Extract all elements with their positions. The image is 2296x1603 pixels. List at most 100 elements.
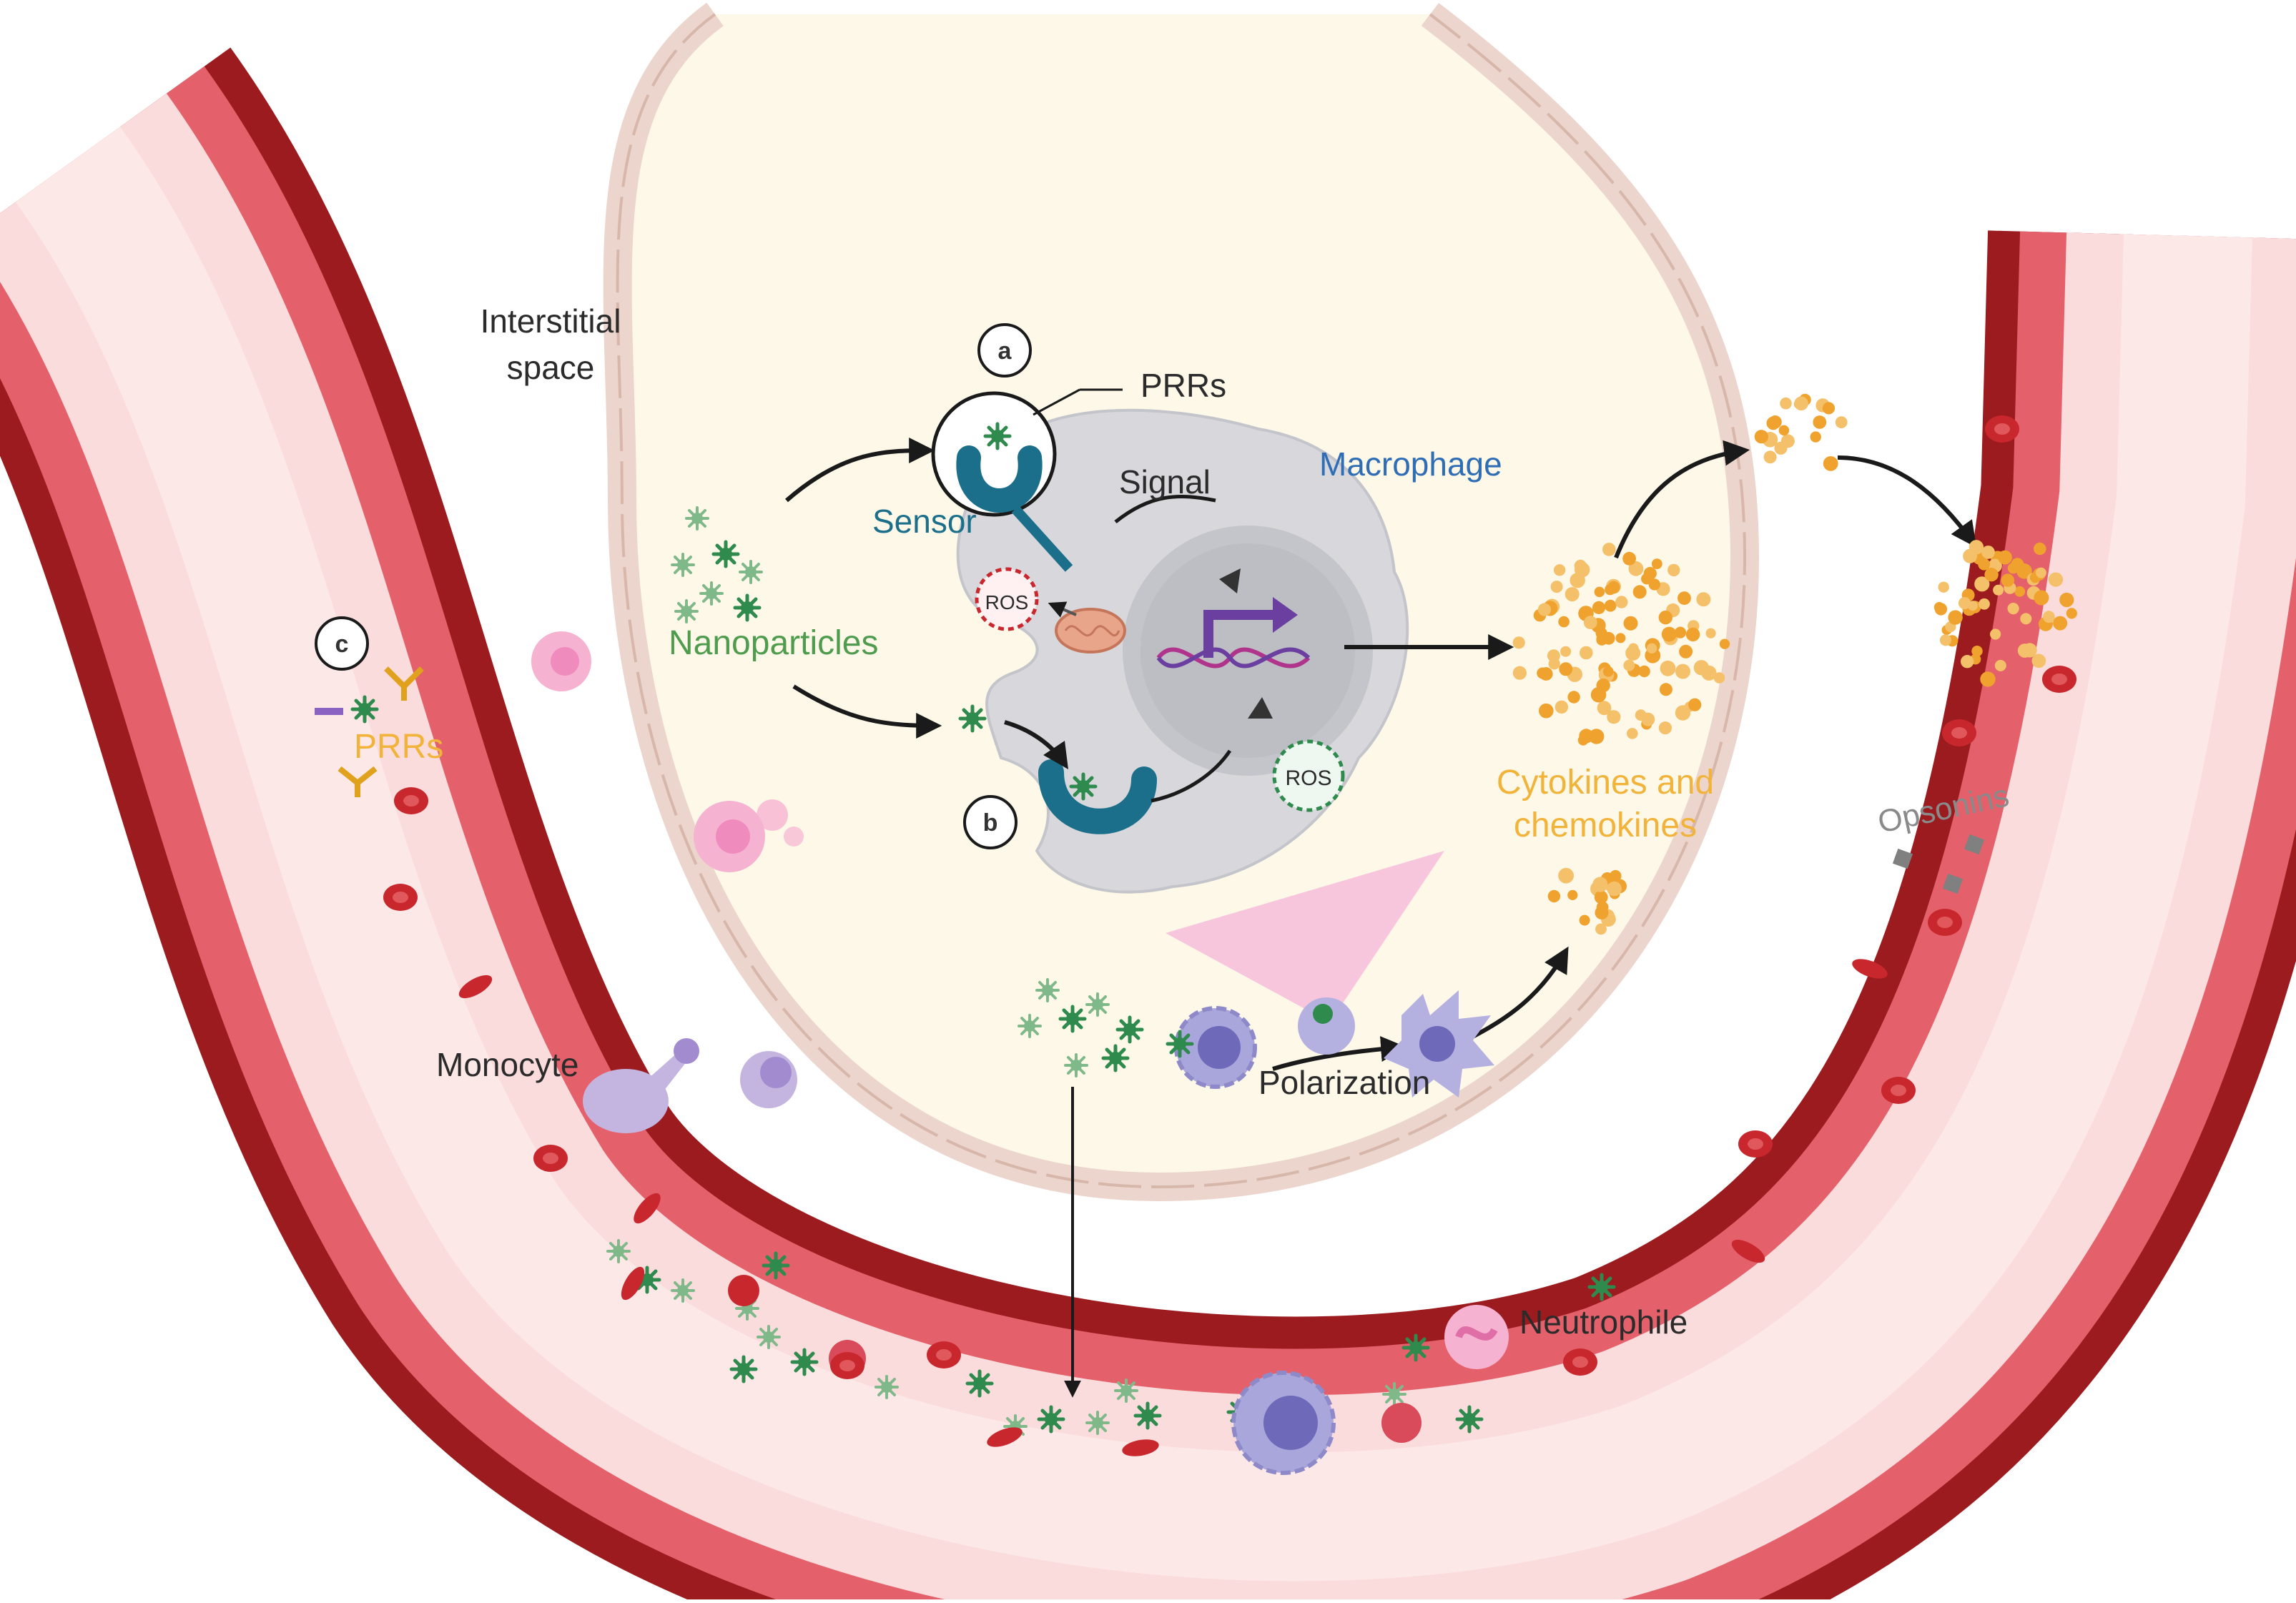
ros-burst-upper: ROS [975, 567, 1039, 631]
cytokine-dot [1713, 672, 1725, 684]
label-interstitial-line1: Interstitial [481, 302, 621, 340]
cytokine-dot [2007, 563, 2019, 574]
cytokine-dot [1658, 721, 1672, 735]
cytokine-dot [1948, 610, 1963, 625]
arrow-signal-upper [1114, 494, 1216, 523]
cytokine-dot [1648, 578, 1660, 591]
cytokine-dot [1638, 665, 1650, 678]
cytokine-dot [1978, 558, 1991, 571]
prr-receptor-bottom [1038, 759, 1157, 834]
cytokine-dot [1823, 456, 1838, 471]
cytokine-dot [2022, 643, 2037, 658]
receptor-cup-top [956, 445, 1043, 513]
arrow-signal-lower [1151, 749, 1232, 803]
cytokine-dot [1607, 881, 1622, 897]
mito-to-ros-arrow [1048, 601, 1077, 618]
cytokine-dot [1763, 450, 1777, 464]
cytokine-dot [1660, 660, 1676, 676]
transcription-arrow [1203, 610, 1280, 658]
cytokine-dot [1595, 627, 1607, 639]
arrow-cytokines-to-lumen [1837, 455, 1977, 548]
arrow-cytokines-up [1614, 440, 1750, 559]
cytokine-dot [1719, 638, 1730, 649]
cytokine-dot [2043, 611, 2055, 623]
cytokine-dot [1625, 645, 1641, 661]
cytokine-dot [1583, 616, 1597, 629]
cytokine-dot [1547, 889, 1561, 903]
cytokine-dot [1990, 628, 2001, 640]
cytokine-dot [1615, 633, 1626, 643]
polarizing-cell [1298, 997, 1355, 1055]
cytokine-dot [1774, 441, 1788, 455]
cytokine-dot [2014, 586, 2026, 597]
cytokine-dot [1667, 563, 1680, 577]
cytokine-dot [1560, 646, 1572, 657]
dendritic-like-cell [1384, 990, 1494, 1098]
cytokine-dot [1963, 548, 1978, 563]
prr-sensor-top [931, 388, 1123, 572]
ros-burst-lower: ROS [1272, 739, 1345, 812]
cytokine-dot [1604, 599, 1617, 612]
cytokine-dot [1627, 728, 1638, 739]
cytokine-dot [1696, 592, 1711, 607]
cytokine-dot [1984, 568, 1999, 582]
cytokine-dot [1567, 889, 1578, 900]
cytokine-dot [1565, 587, 1580, 602]
cytokine-dot [1615, 596, 1628, 608]
cytokine-dot [1547, 649, 1560, 662]
cytokine-dot [1553, 564, 1566, 576]
cytokine-dot [1651, 558, 1662, 569]
cytokine-dot [1993, 584, 2004, 596]
cytokine-dot [1570, 573, 1585, 588]
cytokine-dot [1981, 546, 1995, 559]
cytokine-dot [1602, 543, 1616, 556]
opsonin-squares [1892, 834, 1985, 894]
cytokine-dot [1661, 626, 1677, 642]
cytokine-dot [1595, 906, 1609, 919]
cytokine-dot [2066, 608, 2077, 619]
cytokine-dot [1595, 923, 1607, 935]
label-monocyte: Monocyte [436, 1046, 578, 1083]
pink-cells-tissue [531, 631, 804, 872]
cytokine-dot [1597, 701, 1612, 716]
nucleus-pointer-bottom [1248, 697, 1273, 719]
cytokine-dot [1592, 601, 1606, 615]
arrow-polarization [1272, 1036, 1407, 1071]
cytokine-dot [1998, 550, 2012, 565]
cytokine-dot [2001, 573, 2014, 587]
cytokine-dot [1607, 581, 1620, 594]
cytokine-dot [1980, 671, 1996, 687]
cytokine-dot [1810, 431, 1821, 443]
cytokine-dot [1592, 877, 1608, 892]
cytokine-dot [1674, 626, 1687, 638]
cytokine-dot [1939, 634, 1951, 646]
cytokine-dot [1589, 729, 1605, 744]
marker-a: a [977, 323, 1032, 378]
cytokine-dot [1623, 616, 1638, 631]
marker-c-label: c [335, 631, 349, 658]
cytokine-dot [1567, 691, 1580, 704]
cytokine-dot [1594, 890, 1608, 904]
dna-helix [1156, 647, 1311, 669]
cytokine-dot [2053, 616, 2068, 631]
large-monocyte-blood [1231, 1371, 1336, 1475]
label-cytokines-line2: chemokines [1514, 807, 1697, 844]
cytokine-dot [1558, 616, 1570, 628]
cytokine-dot [1555, 700, 1569, 714]
cytokine-dot [2031, 653, 2046, 669]
arrow-np-to-sensor [785, 438, 935, 503]
label-nanoparticles: Nanoparticles [669, 624, 878, 662]
cytokine-dot [1677, 591, 1691, 605]
cytokine-dot [1675, 705, 1691, 721]
cytokine-dot [1602, 666, 1614, 677]
ros-label-upper: ROS [985, 591, 1029, 613]
marker-b: b [963, 795, 1018, 849]
cytokine-dot [1590, 686, 1607, 703]
transcription-arrow-head [1273, 597, 1298, 633]
cytokine-dot [1579, 914, 1590, 926]
cytokine-dot [1934, 603, 1948, 616]
cytokine-dot [1794, 396, 1808, 411]
cytokine-dot [1659, 683, 1672, 696]
label-cytokines-line1: Cytokines and [1497, 764, 1714, 802]
cytokine-dot [1658, 611, 1672, 625]
